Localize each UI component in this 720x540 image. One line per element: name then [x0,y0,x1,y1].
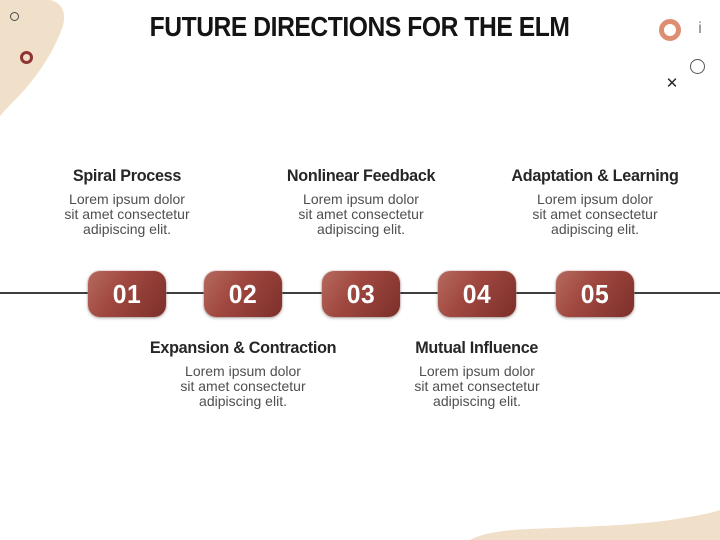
step-description: Lorem ipsum dolor sit amet consectetur a… [532,191,658,237]
step-title: Adaptation & Learning [511,166,679,185]
step-text-spiral-process: Spiral Process Lorem ipsum dolor sit ame… [37,166,217,237]
step-badge-01: 01 [88,271,166,317]
step-description: Lorem ipsum dolor sit amet consectetur a… [64,191,190,237]
step-text-mutual-influence: Mutual Influence Lorem ipsum dolor sit a… [377,338,577,409]
step-text-nonlinear-feedback: Nonlinear Feedback Lorem ipsum dolor sit… [271,166,451,237]
ring-decoration-outline-icon [690,59,705,74]
step-number: 05 [580,278,610,309]
page-title-text: FUTURE DIRECTIONS FOR THE ELM [150,11,570,42]
step-description: Lorem ipsum dolor sit amet consectetur a… [414,363,540,409]
step-description: Lorem ipsum dolor sit amet consectetur a… [298,191,424,237]
step-title: Nonlinear Feedback [286,166,436,185]
step-title: Spiral Process [72,166,182,185]
ring-decoration-maroon-icon [20,51,33,64]
info-icon: i [698,20,702,37]
corner-blob-bottom-right [470,510,720,540]
step-title: Expansion & Contraction [149,338,337,357]
step-number: 01 [112,278,142,309]
step-badge-04: 04 [438,271,516,317]
step-title: Mutual Influence [415,338,539,357]
step-badge-02: 02 [204,271,282,317]
step-text-adaptation-learning: Adaptation & Learning Lorem ipsum dolor … [505,166,685,237]
step-description: Lorem ipsum dolor sit amet consectetur a… [180,363,306,409]
step-number: 04 [462,278,492,309]
step-number: 03 [346,278,376,309]
step-badge-03: 03 [322,271,400,317]
step-badge-05: 05 [556,271,634,317]
step-text-expansion-contraction: Expansion & Contraction Lorem ipsum dolo… [143,338,343,409]
close-icon[interactable]: ✕ [665,75,679,92]
page-title: FUTURE DIRECTIONS FOR THE ELM [0,11,720,43]
ring-decoration-salmon-icon [659,19,681,41]
step-number: 02 [228,278,258,309]
ring-decoration-small-icon [10,12,19,21]
